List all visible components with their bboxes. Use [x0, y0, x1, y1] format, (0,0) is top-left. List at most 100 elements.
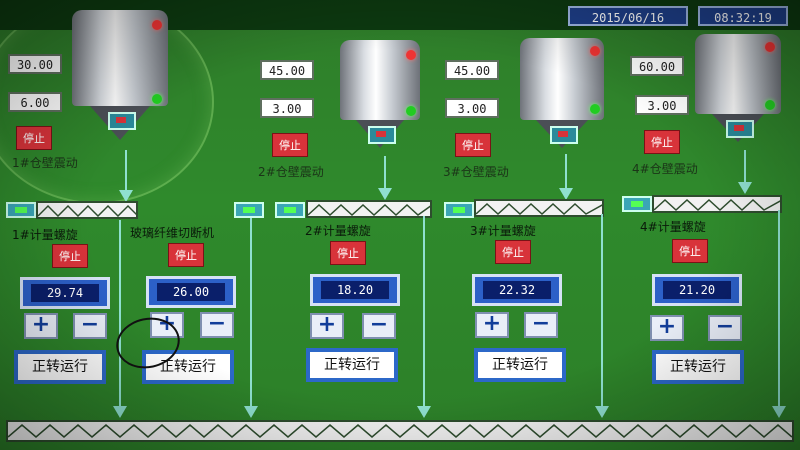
screw-3-conveyor — [474, 199, 604, 217]
feeder-4-label: 4#计量螺旋 — [640, 220, 706, 234]
drop-arrow-cutter-icon — [244, 406, 258, 418]
screw-1-motor-icon — [6, 202, 36, 218]
collector-screw-conveyor — [6, 420, 794, 442]
silo-4-setpoint-a[interactable]: 60.00 — [630, 56, 684, 76]
silo-1-hopper — [72, 10, 168, 140]
silo-3-gate-icon — [550, 126, 578, 144]
silo-1-setpoint-a[interactable]: 30.00 — [8, 54, 62, 74]
silo-1-vibration-label: 1#仓壁震动 — [12, 156, 78, 170]
silo-2-alarm-lamp — [406, 50, 416, 60]
feeder-3-stop-button[interactable]: 停止 — [495, 240, 531, 264]
screw-4-motor-icon — [622, 196, 652, 212]
silo-4-run-lamp — [765, 100, 775, 110]
feeder-cutter-speed-display[interactable]: 26.00 — [146, 276, 236, 308]
feeder-cutter-speed-value: 26.00 — [157, 283, 225, 301]
feeder-1-speed-display[interactable]: 29.74 — [20, 277, 110, 309]
silo-1-run-lamp — [152, 94, 162, 104]
screw-3-zigzag — [476, 202, 602, 215]
silo-2-vibration-label: 2#仓壁震动 — [258, 165, 324, 179]
feeder-cutter-decrease-button[interactable]: − — [200, 312, 234, 338]
feeder-1-increase-button[interactable]: + — [24, 313, 58, 339]
feeder-4-stop-button[interactable]: 停止 — [672, 239, 708, 263]
silo-3-setpoint-b[interactable]: 3.00 — [445, 98, 499, 118]
screw-2-motor-icon — [275, 202, 305, 218]
feeder-4-decrease-button[interactable]: − — [708, 315, 742, 341]
screw-1-zigzag — [38, 204, 136, 217]
silo-1-flow-line — [125, 150, 127, 192]
drop-arrow-1-icon — [113, 406, 127, 418]
silo-2-flow-line — [384, 156, 386, 190]
silo-3-alarm-lamp — [590, 46, 600, 56]
screw-4-conveyor — [652, 195, 782, 213]
silo-2-setpoint-a[interactable]: 45.00 — [260, 60, 314, 80]
feeder-cutter-increase-button[interactable]: + — [150, 312, 184, 338]
silo-3-hopper — [520, 38, 604, 148]
drop-line-2 — [423, 216, 425, 410]
silo-4-gate-icon — [726, 120, 754, 138]
silo-2-setpoint-b[interactable]: 3.00 — [260, 98, 314, 118]
collector-zigzag — [7, 424, 793, 438]
feeder-4-speed-display[interactable]: 21.20 — [652, 274, 742, 306]
silo-2-run-lamp — [406, 106, 416, 116]
feeder-2-speed-value: 18.20 — [321, 281, 389, 299]
screw-2-zigzag — [308, 203, 430, 216]
silo-2-flow-arrow-icon — [378, 188, 392, 200]
time-display: 08:32:19 — [698, 6, 788, 26]
screw-2-conveyor — [306, 200, 432, 218]
silo-3-setpoint-a[interactable]: 45.00 — [445, 60, 499, 80]
feeder-3-decrease-button[interactable]: − — [524, 312, 558, 338]
drop-arrow-3-icon — [595, 406, 609, 418]
screw-1-conveyor — [36, 201, 138, 219]
silo-4-flow-arrow-icon — [738, 182, 752, 194]
drop-line-3 — [601, 214, 603, 410]
date-display: 2015/06/16 — [568, 6, 688, 26]
drop-arrow-2-icon — [417, 406, 431, 418]
feeder-3-increase-button[interactable]: + — [475, 312, 509, 338]
silo-1-stop-button[interactable]: 停止 — [16, 126, 52, 150]
drop-arrow-4-icon — [772, 406, 786, 418]
silo-3-flow-arrow-icon — [559, 188, 573, 200]
feeder-3-forward-run-button[interactable]: 正转运行 — [474, 348, 566, 382]
cutter-motor-icon — [234, 202, 264, 218]
feeder-2-label: 2#计量螺旋 — [305, 224, 371, 238]
feeder-2-forward-run-button[interactable]: 正转运行 — [306, 348, 398, 382]
silo-1-gate-icon — [108, 112, 136, 130]
feeder-3-speed-display[interactable]: 22.32 — [472, 274, 562, 306]
silo-3-run-lamp — [590, 104, 600, 114]
silo-2-stop-button[interactable]: 停止 — [272, 133, 308, 157]
feeder-4-forward-run-button[interactable]: 正转运行 — [652, 350, 744, 384]
feeder-2-speed-display[interactable]: 18.20 — [310, 274, 400, 306]
silo-2-hopper — [340, 40, 420, 148]
silo-1-alarm-lamp — [152, 20, 162, 30]
feeder-1-stop-button[interactable]: 停止 — [52, 244, 88, 268]
feeder-2-stop-button[interactable]: 停止 — [330, 241, 366, 265]
feeder-4-increase-button[interactable]: + — [650, 315, 684, 341]
feeder-cutter-label: 玻璃纤维切断机 — [130, 226, 215, 240]
feeder-2-decrease-button[interactable]: − — [362, 313, 396, 339]
silo-4-vibration-label: 4#仓壁震动 — [632, 162, 698, 176]
silo-3-vibration-label: 3#仓壁震动 — [443, 165, 509, 179]
silo-4-setpoint-b[interactable]: 3.00 — [635, 95, 689, 115]
drop-line-1 — [119, 220, 121, 410]
drop-line-4 — [778, 210, 780, 410]
feeder-1-label: 1#计量螺旋 — [12, 228, 78, 242]
silo-4-hopper — [695, 34, 781, 142]
feeder-cutter-forward-run-button[interactable]: 正转运行 — [142, 350, 234, 384]
silo-4-flow-line — [744, 150, 746, 184]
drop-line-cutter — [250, 218, 252, 410]
feeder-3-label: 3#计量螺旋 — [470, 224, 536, 238]
feeder-1-forward-run-button[interactable]: 正转运行 — [14, 350, 106, 384]
feeder-3-speed-value: 22.32 — [483, 281, 551, 299]
feeder-cutter-stop-button[interactable]: 停止 — [168, 243, 204, 267]
silo-3-flow-line — [565, 154, 567, 190]
feeder-2-increase-button[interactable]: + — [310, 313, 344, 339]
screw-4-zigzag — [654, 198, 780, 211]
feeder-1-speed-value: 29.74 — [31, 284, 99, 302]
silo-4-alarm-lamp — [765, 42, 775, 52]
silo-3-stop-button[interactable]: 停止 — [455, 133, 491, 157]
silo-1-setpoint-b[interactable]: 6.00 — [8, 92, 62, 112]
feeder-1-decrease-button[interactable]: − — [73, 313, 107, 339]
silo-4-stop-button[interactable]: 停止 — [644, 130, 680, 154]
silo-1-flow-arrow-icon — [119, 190, 133, 202]
